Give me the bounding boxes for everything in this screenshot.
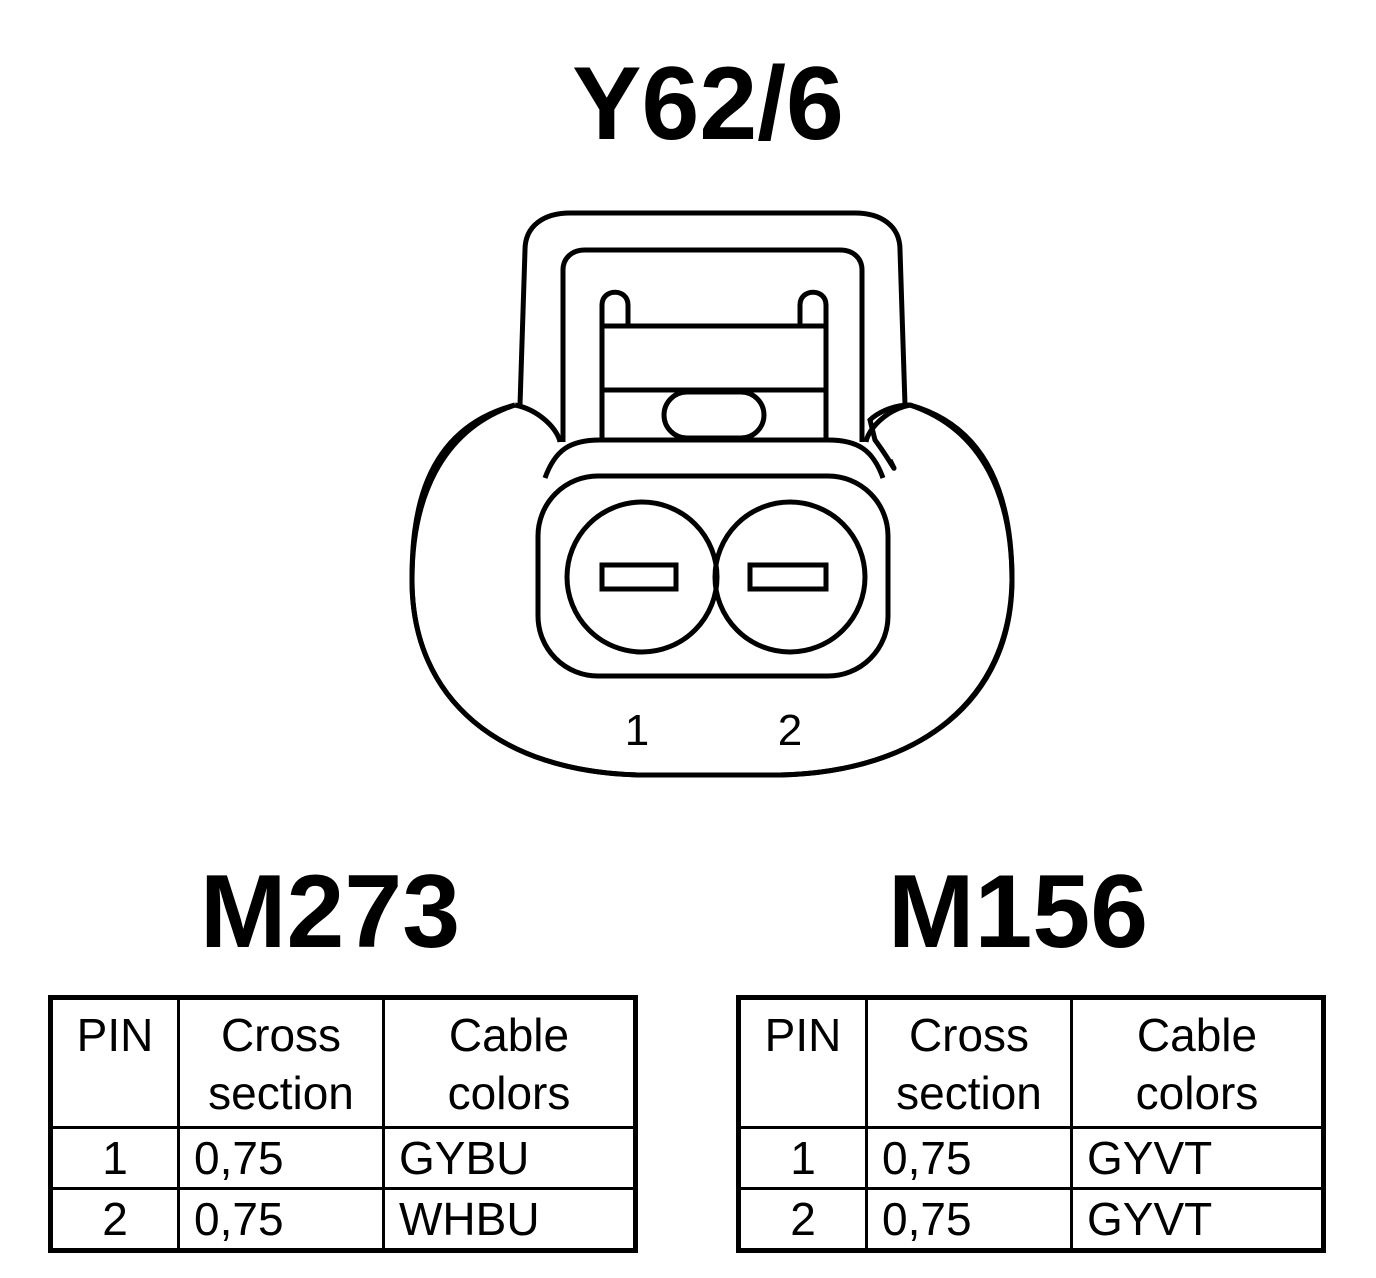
pin-1-cavity bbox=[564, 499, 720, 655]
table-header-row: PIN Cross section Cable colors bbox=[49, 996, 637, 1129]
engine-title-m156: M156 bbox=[887, 854, 1149, 970]
cell-cable-color: GYVT bbox=[1070, 1126, 1325, 1190]
header-pin-text: PIN bbox=[76, 1009, 154, 1061]
engine-title-m273: M273 bbox=[199, 854, 461, 970]
connector-title: Y62/6 bbox=[572, 46, 844, 162]
cell-cable-color: GYVT bbox=[1070, 1187, 1325, 1252]
cell-cable-color: WHBU bbox=[382, 1187, 637, 1252]
table-row: 1 0,75 GYVT bbox=[737, 1126, 1325, 1190]
cell-cross-section: 0,75 bbox=[865, 1126, 1073, 1190]
header-colors-text: colors bbox=[1135, 1067, 1259, 1119]
cell-pin: 2 bbox=[49, 1187, 180, 1252]
pin-2-terminal bbox=[747, 562, 829, 592]
header-section-text: section bbox=[208, 1067, 354, 1119]
pin-label-2: 2 bbox=[778, 706, 802, 755]
table-row: 2 0,75 WHBU bbox=[49, 1187, 637, 1252]
pin-label-1: 1 bbox=[625, 706, 649, 755]
table-row: 2 0,75 GYVT bbox=[737, 1187, 1325, 1252]
header-colors-text: colors bbox=[447, 1067, 571, 1119]
header-pin: PIN bbox=[737, 996, 868, 1129]
cell-cross-section: 0,75 bbox=[865, 1187, 1073, 1252]
header-cable-text: Cable bbox=[1136, 1009, 1258, 1061]
header-cross-section: Cross section bbox=[865, 996, 1073, 1129]
header-cable-colors: Cable colors bbox=[382, 996, 637, 1129]
table-row: 1 0,75 GYBU bbox=[49, 1126, 637, 1190]
cell-pin: 1 bbox=[49, 1126, 180, 1190]
cell-pin: 2 bbox=[737, 1187, 868, 1252]
table-header-row: PIN Cross section Cable colors bbox=[737, 996, 1325, 1129]
latch-outer bbox=[517, 210, 908, 406]
header-section-text: section bbox=[896, 1067, 1042, 1119]
cell-pin: 1 bbox=[737, 1126, 868, 1190]
header-pin-text: PIN bbox=[764, 1009, 842, 1061]
header-cable-text: Cable bbox=[448, 1009, 570, 1061]
connector-housing-outline bbox=[409, 402, 1015, 778]
header-cross-text: Cross bbox=[908, 1009, 1030, 1061]
mating-face bbox=[535, 473, 891, 679]
cell-cross-section: 0,75 bbox=[177, 1187, 385, 1252]
pin-1-terminal bbox=[599, 562, 679, 592]
connector-drawing: 1 2 bbox=[409, 210, 1015, 778]
pin-table-m273: PIN Cross section Cable colors 1 0,75 GYBU… bbox=[48, 995, 638, 1253]
header-cross-section: Cross section bbox=[177, 996, 385, 1129]
cell-cross-section: 0,75 bbox=[177, 1126, 385, 1190]
header-cross-text: Cross bbox=[220, 1009, 342, 1061]
pin-2-cavity bbox=[712, 499, 868, 655]
latch-inner bbox=[560, 247, 865, 442]
pin-table-m156: PIN Cross section Cable colors 1 0,75 GYVT… bbox=[736, 995, 1326, 1253]
header-cable-colors: Cable colors bbox=[1070, 996, 1325, 1129]
header-pin: PIN bbox=[49, 996, 180, 1129]
latch-button bbox=[661, 389, 767, 441]
cell-cable-color: GYBU bbox=[382, 1126, 637, 1190]
